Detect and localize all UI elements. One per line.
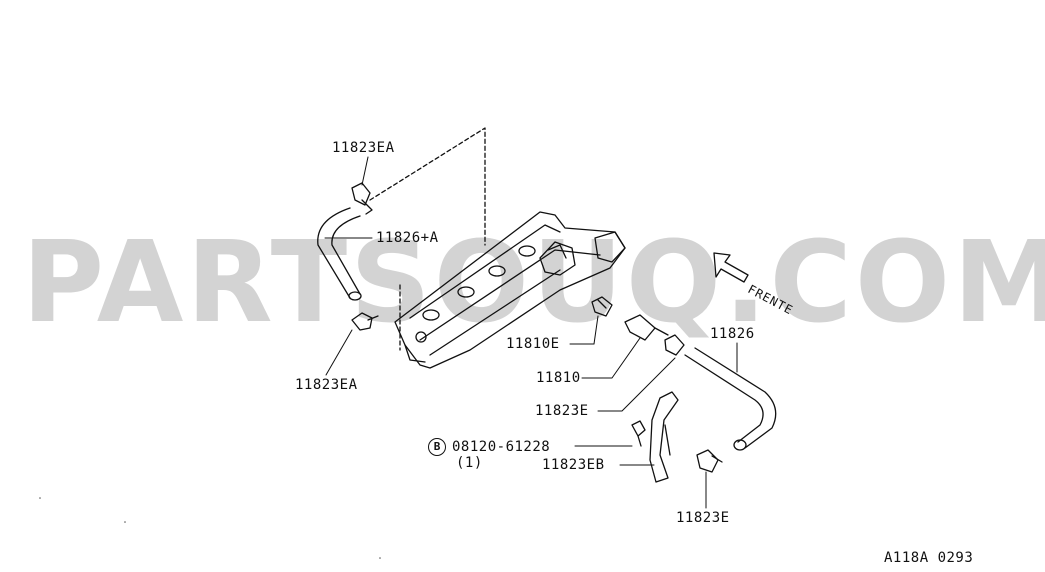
- hose-11826: [684, 347, 777, 451]
- direction-arrow: [713, 252, 749, 283]
- label-11826A: 11826+A: [376, 230, 439, 246]
- label-11810E: 11810E: [506, 336, 560, 352]
- bolt-08120-61228: [631, 420, 646, 447]
- leader-lines: [324, 156, 738, 509]
- specks: [39, 497, 381, 559]
- label-11823E-bottom: 11823E: [676, 510, 730, 526]
- label-11823EB: 11823EB: [542, 457, 605, 473]
- bracket-11823EB: [649, 391, 679, 483]
- clamp-11823E-bottom: [696, 449, 723, 473]
- fitting-11810E: [591, 296, 613, 317]
- label-11823E-mid: 11823E: [535, 403, 589, 419]
- watermark: PARTSOUQ.COM: [22, 218, 1045, 348]
- clamp-11823E-mid: [664, 334, 685, 356]
- valve-cover: [394, 211, 626, 369]
- label-bolt-qty: (1): [456, 455, 483, 471]
- label-11826: 11826: [710, 326, 755, 342]
- valve-11810: [624, 314, 669, 341]
- diagram-code: A118A 0293: [884, 550, 974, 566]
- label-11823EA-left: 11823EA: [295, 377, 358, 393]
- clamp-11823EA-left: [351, 312, 379, 331]
- bolt-symbol: B: [428, 438, 446, 456]
- label-11823EA-top: 11823EA: [332, 140, 395, 156]
- hose-11826A: [317, 207, 362, 301]
- clamp-11823EA-top: [351, 182, 373, 215]
- label-bolt-part: 08120-61228: [452, 439, 551, 455]
- label-11810: 11810: [536, 370, 581, 386]
